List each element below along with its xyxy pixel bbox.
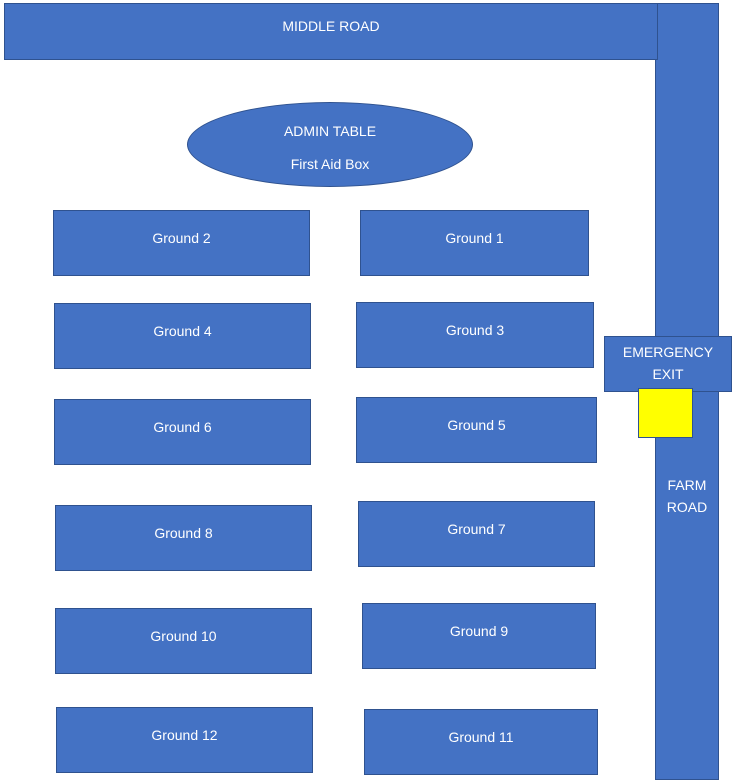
emergency-exit-label-line2: EXIT	[652, 366, 684, 382]
admin-table: ADMIN TABLE First Aid Box	[187, 102, 473, 187]
ground-4: Ground 4	[54, 303, 311, 369]
ground-label: Ground 8	[154, 525, 213, 541]
ground-label: Ground 10	[150, 628, 217, 644]
ground-label: Ground 6	[153, 419, 212, 435]
ground-5: Ground 5	[356, 397, 597, 463]
ground-label: Ground 9	[449, 623, 509, 639]
first-aid-box-label: First Aid Box	[290, 156, 370, 172]
ground-label: Ground 2	[152, 230, 211, 246]
ground-label: Ground 5	[447, 417, 506, 433]
ground-label: Ground 4	[153, 323, 212, 339]
admin-table-label: ADMIN TABLE	[283, 123, 377, 139]
ground-9: Ground 9	[362, 603, 596, 669]
farm-road-label-line2: ROAD	[666, 499, 708, 515]
ground-12: Ground 12	[56, 707, 313, 773]
ground-2: Ground 2	[53, 210, 310, 276]
ground-7: Ground 7	[358, 501, 595, 567]
middle-road: MIDDLE ROAD	[4, 3, 658, 60]
ground-label: Ground 1	[445, 230, 504, 246]
ground-label: Ground 3	[445, 322, 505, 338]
ground-8: Ground 8	[55, 505, 312, 571]
ground-1: Ground 1	[360, 210, 589, 276]
ground-6: Ground 6	[54, 399, 311, 465]
ground-10: Ground 10	[55, 608, 312, 674]
ground-label: Ground 12	[151, 727, 218, 743]
emergency-exit: EMERGENCY EXIT	[604, 336, 732, 392]
middle-road-label: MIDDLE ROAD	[282, 18, 380, 34]
ground-label: Ground 7	[447, 521, 506, 537]
farm-road-label-line1: FARM	[667, 477, 707, 493]
emergency-exit-marker	[638, 388, 693, 438]
ground-11: Ground 11	[364, 709, 598, 775]
ground-3: Ground 3	[356, 302, 594, 368]
emergency-exit-label-line1: EMERGENCY	[622, 344, 714, 360]
ground-label: Ground 11	[448, 729, 514, 745]
